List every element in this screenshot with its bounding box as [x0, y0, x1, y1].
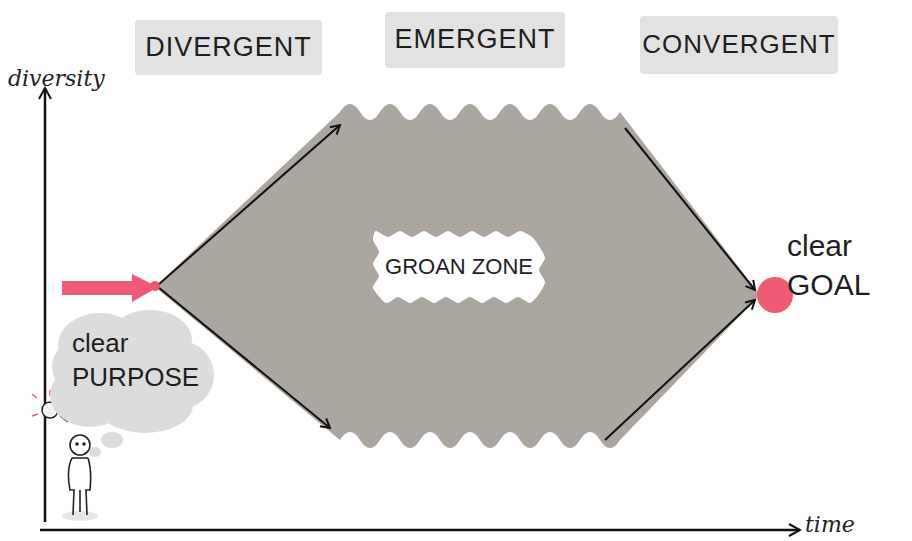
person-figure — [62, 435, 98, 521]
thought-bubble — [89, 447, 101, 457]
y-axis — [44, 88, 47, 522]
diverge-arrow — [158, 125, 340, 285]
node-text: clear GOAL — [787, 226, 907, 304]
phase-title: EMERGENT — [394, 22, 555, 57]
converge-arrow — [625, 128, 755, 290]
thought-cloud: clear PURPOSE — [50, 305, 215, 435]
phase-box: EMERGENT — [385, 12, 565, 68]
start-dot — [150, 281, 160, 291]
phase-title: DIVERGENT — [145, 30, 312, 65]
converge-arrow — [605, 300, 755, 440]
groan-zone-shape — [373, 231, 545, 303]
phase-title: CONVERGENT — [642, 28, 835, 62]
axis-label: time — [805, 512, 885, 537]
thought-bubble — [101, 432, 123, 448]
phase-box: DIVERGENT — [135, 20, 322, 75]
entry-arrow — [62, 281, 135, 295]
process-shape — [155, 104, 760, 448]
x-axis — [40, 529, 800, 532]
phase-box: CONVERGENT — [640, 16, 838, 74]
node-text: GROAN ZONE — [385, 253, 533, 282]
node-text: clear PURPOSE — [72, 327, 212, 395]
axis-label: diversity — [8, 66, 118, 91]
goal-dot: clear GOAL — [757, 212, 912, 317]
groan-zone: GROAN ZONE — [370, 228, 548, 306]
goal-dot-outline — [757, 212, 912, 317]
